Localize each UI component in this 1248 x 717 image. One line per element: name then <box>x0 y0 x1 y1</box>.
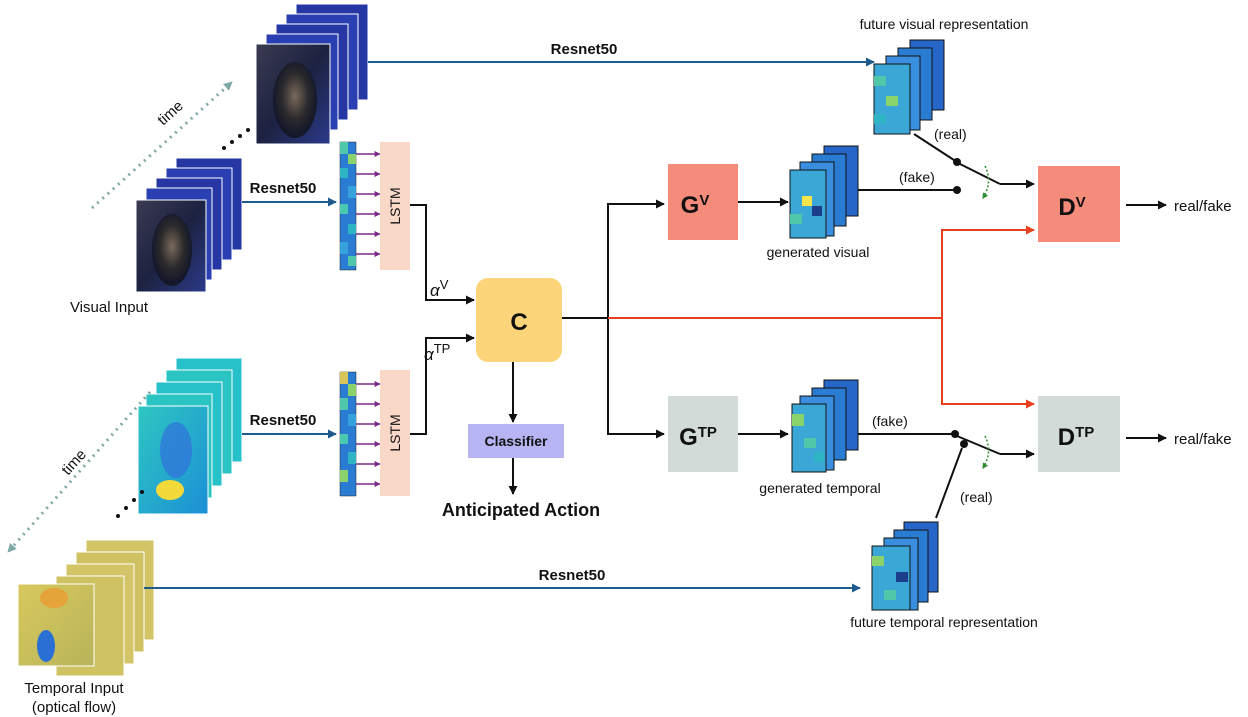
visual-feature-arrows <box>356 151 381 257</box>
generated-visual-feature-maps <box>789 145 859 239</box>
resnet-label-temporal-future: Resnet50 <box>539 567 606 584</box>
resnet-label-visual-lstm: Resnet50 <box>250 180 317 197</box>
visual-time-label: time <box>154 97 186 129</box>
temporal-fake-label: (fake) <box>872 413 908 429</box>
dtp-discriminator-box <box>1038 396 1120 472</box>
temporal-feature-vector <box>339 371 357 497</box>
temporal-frames-bottom-stack <box>17 539 155 677</box>
temporal-input-label-line1: Temporal Input <box>24 680 124 697</box>
temporal-feature-arrows <box>356 381 381 487</box>
dv-discriminator-box <box>1038 166 1120 242</box>
generated-visual-label: generated visual <box>767 244 870 260</box>
c-to-gv-arrow <box>607 199 665 318</box>
visual-real-label: (real) <box>934 126 967 142</box>
gtp-generator-box <box>668 396 738 472</box>
future-temporal-feature-maps <box>871 521 939 611</box>
visual-input-label: Visual Input <box>70 299 149 316</box>
generated-temporal-label: generated temporal <box>759 480 880 496</box>
temporal-lstm-label: LSTM <box>387 414 403 451</box>
visual-frames-bottom-stack <box>135 157 243 293</box>
visual-fake-label: (fake) <box>899 169 935 185</box>
temporal-lstm-box <box>380 370 410 496</box>
visual-frames-ellipsis <box>222 128 250 150</box>
visual-frames-top-stack <box>255 3 369 145</box>
anticipated-action-label: Anticipated Action <box>442 500 600 520</box>
future-visual-label: future visual representation <box>860 16 1029 32</box>
visual-lstm-box <box>380 142 410 270</box>
dv-discriminator-label: DV <box>1058 194 1085 221</box>
visual-switch-contact-fake <box>953 186 961 194</box>
visual-real-line <box>913 133 958 163</box>
gv-generator-box <box>668 164 738 240</box>
alpha-v-label: αV <box>430 277 449 300</box>
alpha-tp-label: αTP <box>424 341 450 364</box>
red-to-dtp-arrow <box>941 318 1035 409</box>
temporal-frames-top-stack <box>137 357 243 515</box>
dv-output-label: real/fake <box>1174 198 1232 215</box>
generated-temporal-feature-maps <box>791 379 859 473</box>
visual-switch-toggle-icon <box>982 165 990 200</box>
visual-lstm-label: LSTM <box>387 187 403 224</box>
visual-switch-lever <box>959 163 1001 185</box>
alpha-v-arrow <box>410 204 475 305</box>
future-temporal-label: future temporal representation <box>850 614 1038 630</box>
classifier-label: Classifier <box>484 433 548 449</box>
temporal-real-label: (real) <box>960 489 993 505</box>
c-combiner-label: C <box>510 309 527 336</box>
red-to-dv-arrow <box>941 225 1035 318</box>
temporal-input-label-line2: (optical flow) <box>32 699 116 716</box>
resnet-label-temporal-lstm: Resnet50 <box>250 412 317 429</box>
alpha-tp-arrow <box>410 333 475 435</box>
visual-feature-vector <box>339 141 357 271</box>
temporal-switch-toggle-icon <box>982 435 990 470</box>
future-visual-feature-maps <box>873 39 945 135</box>
dtp-discriminator-label: DTP <box>1058 424 1095 451</box>
resnet-label-visual-future: Resnet50 <box>551 41 618 58</box>
temporal-switch-contact-real <box>960 440 968 448</box>
temporal-time-arrow <box>6 391 152 553</box>
temporal-frames-ellipsis <box>116 490 144 518</box>
classifier-box <box>468 424 564 458</box>
temporal-real-line <box>935 447 963 519</box>
gv-generator-label: GV <box>681 192 710 219</box>
c-combiner-box <box>476 278 562 362</box>
dtp-output-label: real/fake <box>1174 431 1232 448</box>
temporal-time-label: time <box>58 446 90 478</box>
gtp-generator-label: GTP <box>679 424 717 451</box>
c-to-gtp-arrow <box>607 318 665 439</box>
visual-switch-contact-real <box>953 158 961 166</box>
temporal-switch-lever <box>956 435 1001 455</box>
